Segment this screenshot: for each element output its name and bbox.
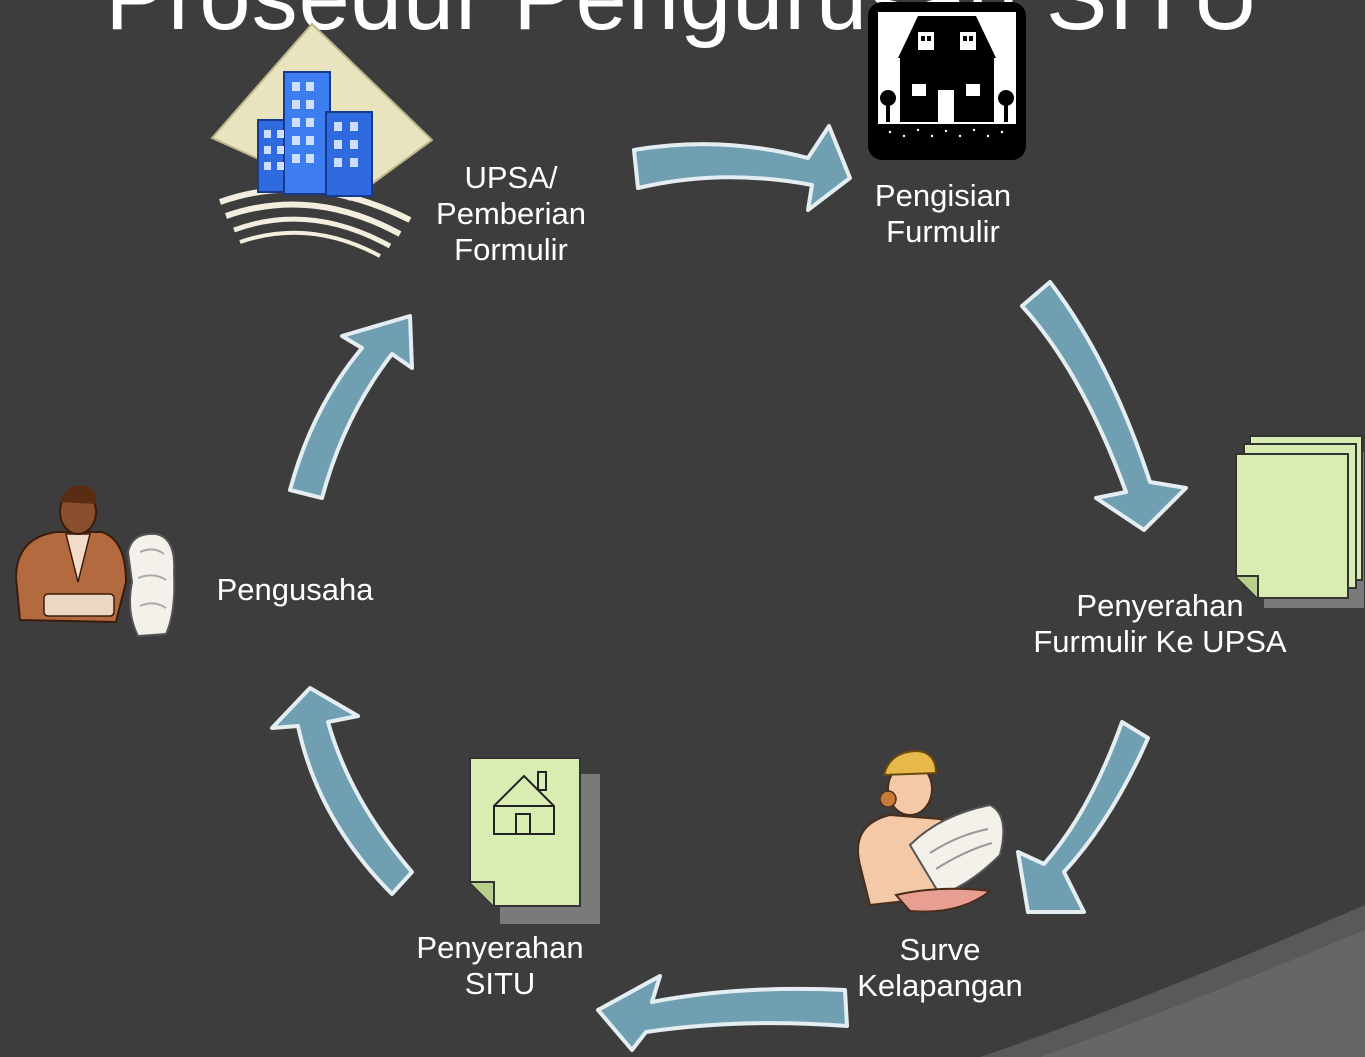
step-label-line: Penyerahan bbox=[1076, 588, 1244, 623]
step-label-line: Formulir bbox=[454, 232, 568, 267]
slide-title: Prosedur Pengurusan SITU bbox=[0, 0, 1365, 46]
step-label-line: Furmulir bbox=[886, 214, 1000, 249]
step-label-line: Penyerahan bbox=[416, 930, 584, 965]
house-document-icon bbox=[469, 757, 600, 924]
step-label-line: Pengusaha bbox=[216, 572, 374, 607]
house-icon bbox=[868, 2, 1026, 160]
arrow-penyerahan-to-surve bbox=[1016, 720, 1150, 914]
businessman-icon bbox=[14, 485, 176, 638]
surveyor-with-blueprint-icon bbox=[857, 749, 1005, 913]
step-label-line: Pemberian bbox=[436, 196, 586, 231]
step-label-line: Kelapangan bbox=[857, 968, 1023, 1003]
arrow-upsa-to-pengisian bbox=[632, 124, 852, 212]
step-label-pengisian: Pengisian Furmulir bbox=[853, 178, 1033, 250]
step-label-line: SITU bbox=[464, 966, 536, 1001]
step-label-line: UPSA/ bbox=[464, 160, 558, 195]
step-label-penyerahan-formulir: Penyerahan Furmulir Ke UPSA bbox=[1010, 588, 1310, 660]
step-label-line: Furmulir Ke UPSA bbox=[1033, 624, 1287, 659]
step-label-line: Pengisian bbox=[874, 178, 1012, 213]
document-stack-icon bbox=[1235, 435, 1364, 608]
step-label-surve: Surve Kelapangan bbox=[840, 932, 1040, 1004]
arrow-pengusaha-to-upsa bbox=[288, 314, 414, 500]
step-label-penyerahan-situ: Penyerahan SITU bbox=[400, 930, 600, 1002]
step-label-line: Surve bbox=[899, 932, 981, 967]
step-label-upsa: UPSA/ Pemberian Formulir bbox=[421, 160, 601, 268]
arrow-pengisian-to-penyerahan bbox=[1020, 280, 1188, 532]
step-label-pengusaha: Pengusaha bbox=[200, 572, 390, 608]
arrow-surve-to-situ bbox=[596, 974, 849, 1052]
office-buildings-icon bbox=[210, 22, 434, 258]
arrow-situ-to-pengusaha bbox=[270, 686, 414, 896]
